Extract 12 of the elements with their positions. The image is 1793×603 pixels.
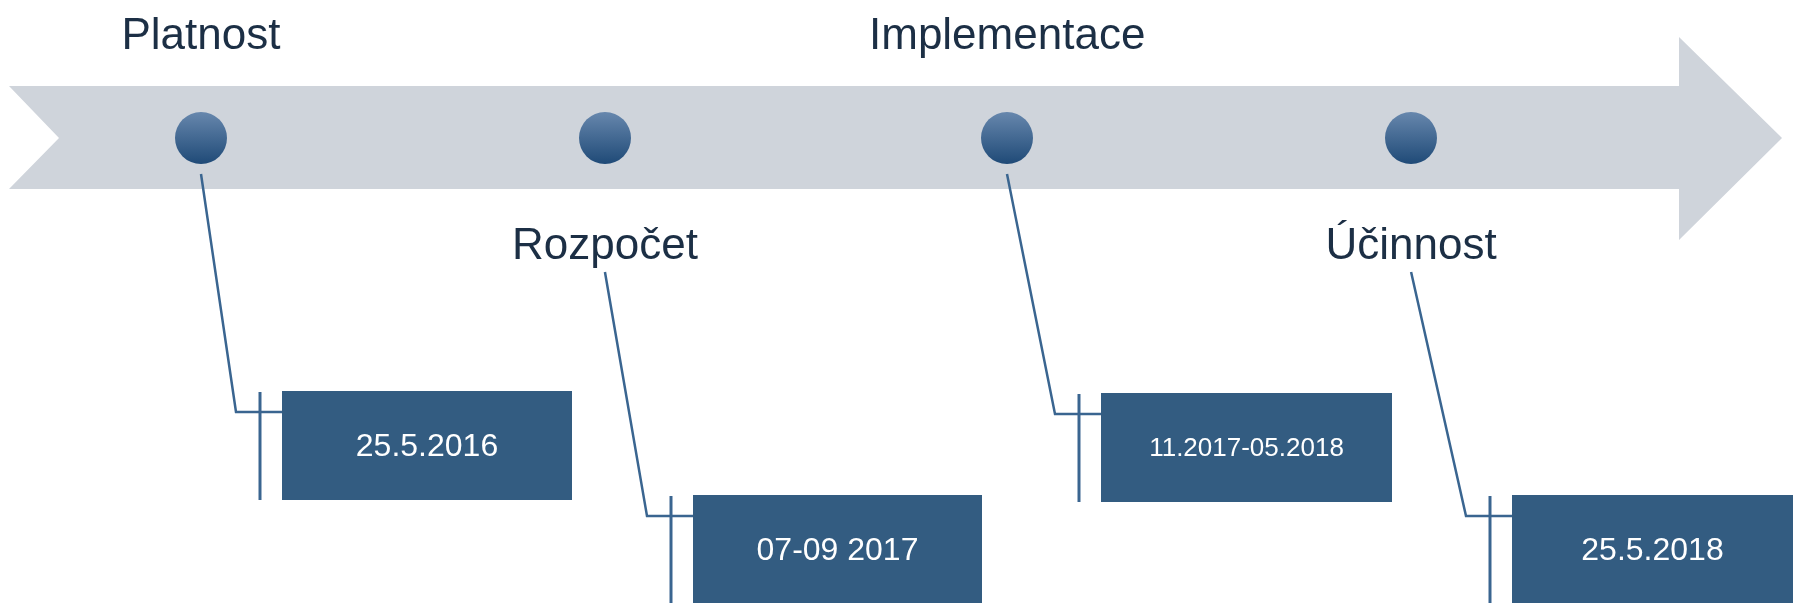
date-box: 25.5.2016	[282, 391, 572, 500]
phase-heading: Implementace	[869, 12, 1146, 56]
milestone-label: Účinnost	[1325, 222, 1497, 266]
date-box: 25.5.2018	[1512, 495, 1793, 603]
leader-line	[1005, 173, 1101, 504]
phase-heading: Platnost	[121, 12, 281, 56]
leader-line	[603, 271, 693, 603]
leader-line	[1409, 271, 1512, 603]
milestone-label: Rozpočet	[512, 222, 698, 266]
leader-line	[199, 173, 282, 502]
date-box: 07-09 2017	[693, 495, 982, 603]
date-box: 11.2017-05.2018	[1101, 393, 1392, 502]
